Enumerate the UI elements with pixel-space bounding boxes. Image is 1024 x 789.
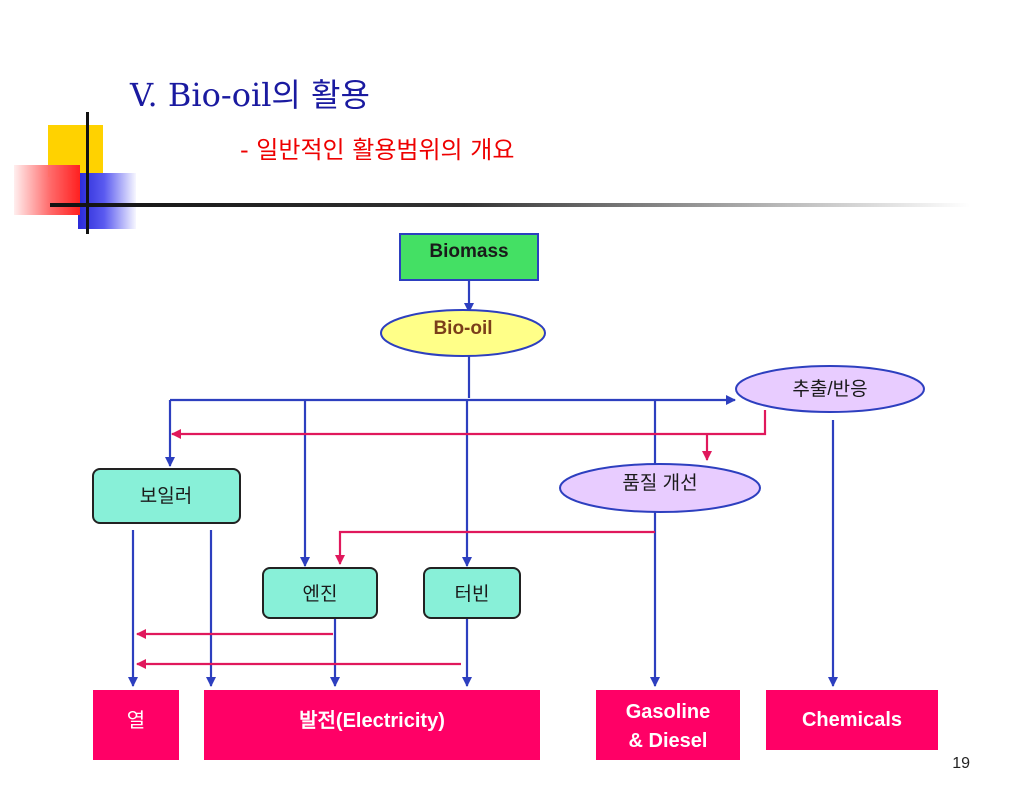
slide-title: V. Bio-oil의 활용 — [130, 76, 370, 114]
engine-box — [262, 567, 378, 619]
boiler-label: 보일러 — [140, 485, 192, 507]
arrow-upgrading-to-engine — [335, 530, 655, 565]
slide-subtitle: - 일반적인 활용범위의 개요 — [240, 136, 515, 164]
title-underline — [50, 203, 970, 207]
extraction-label: 추출/반응 — [792, 378, 867, 400]
return-arrows — [136, 410, 767, 669]
fuel-label-line2: & Diesel — [629, 730, 708, 752]
boiler-box — [92, 468, 241, 524]
fuel-label-line1: Gasoline — [626, 701, 710, 723]
extraction-ellipse — [735, 365, 925, 413]
arrow-extraction-return — [171, 410, 767, 439]
biomass-box — [399, 233, 539, 281]
turbine-label: 터빈 — [455, 583, 490, 605]
flow-arrows — [128, 280, 838, 687]
chemicals-box — [766, 690, 938, 750]
engine-label: 엔진 — [303, 583, 338, 605]
biomass-label: Biomass — [429, 241, 508, 262]
electricity-label: 발전(Electricity) — [299, 709, 445, 732]
heat-label: 열 — [127, 709, 145, 732]
fuel-box — [596, 690, 740, 760]
electricity-box — [204, 690, 540, 760]
upgrading-label: 품질 개선 — [622, 472, 697, 494]
heat-box — [93, 690, 179, 760]
page-number: 19 — [952, 755, 970, 772]
upgrading-ellipse — [559, 463, 761, 513]
chemicals-label: Chemicals — [802, 709, 902, 731]
decor-vertical-line — [86, 112, 89, 234]
bio-oil-ellipse — [380, 309, 546, 357]
bio-oil-label: Bio-oil — [433, 318, 492, 339]
turbine-box — [423, 567, 521, 619]
